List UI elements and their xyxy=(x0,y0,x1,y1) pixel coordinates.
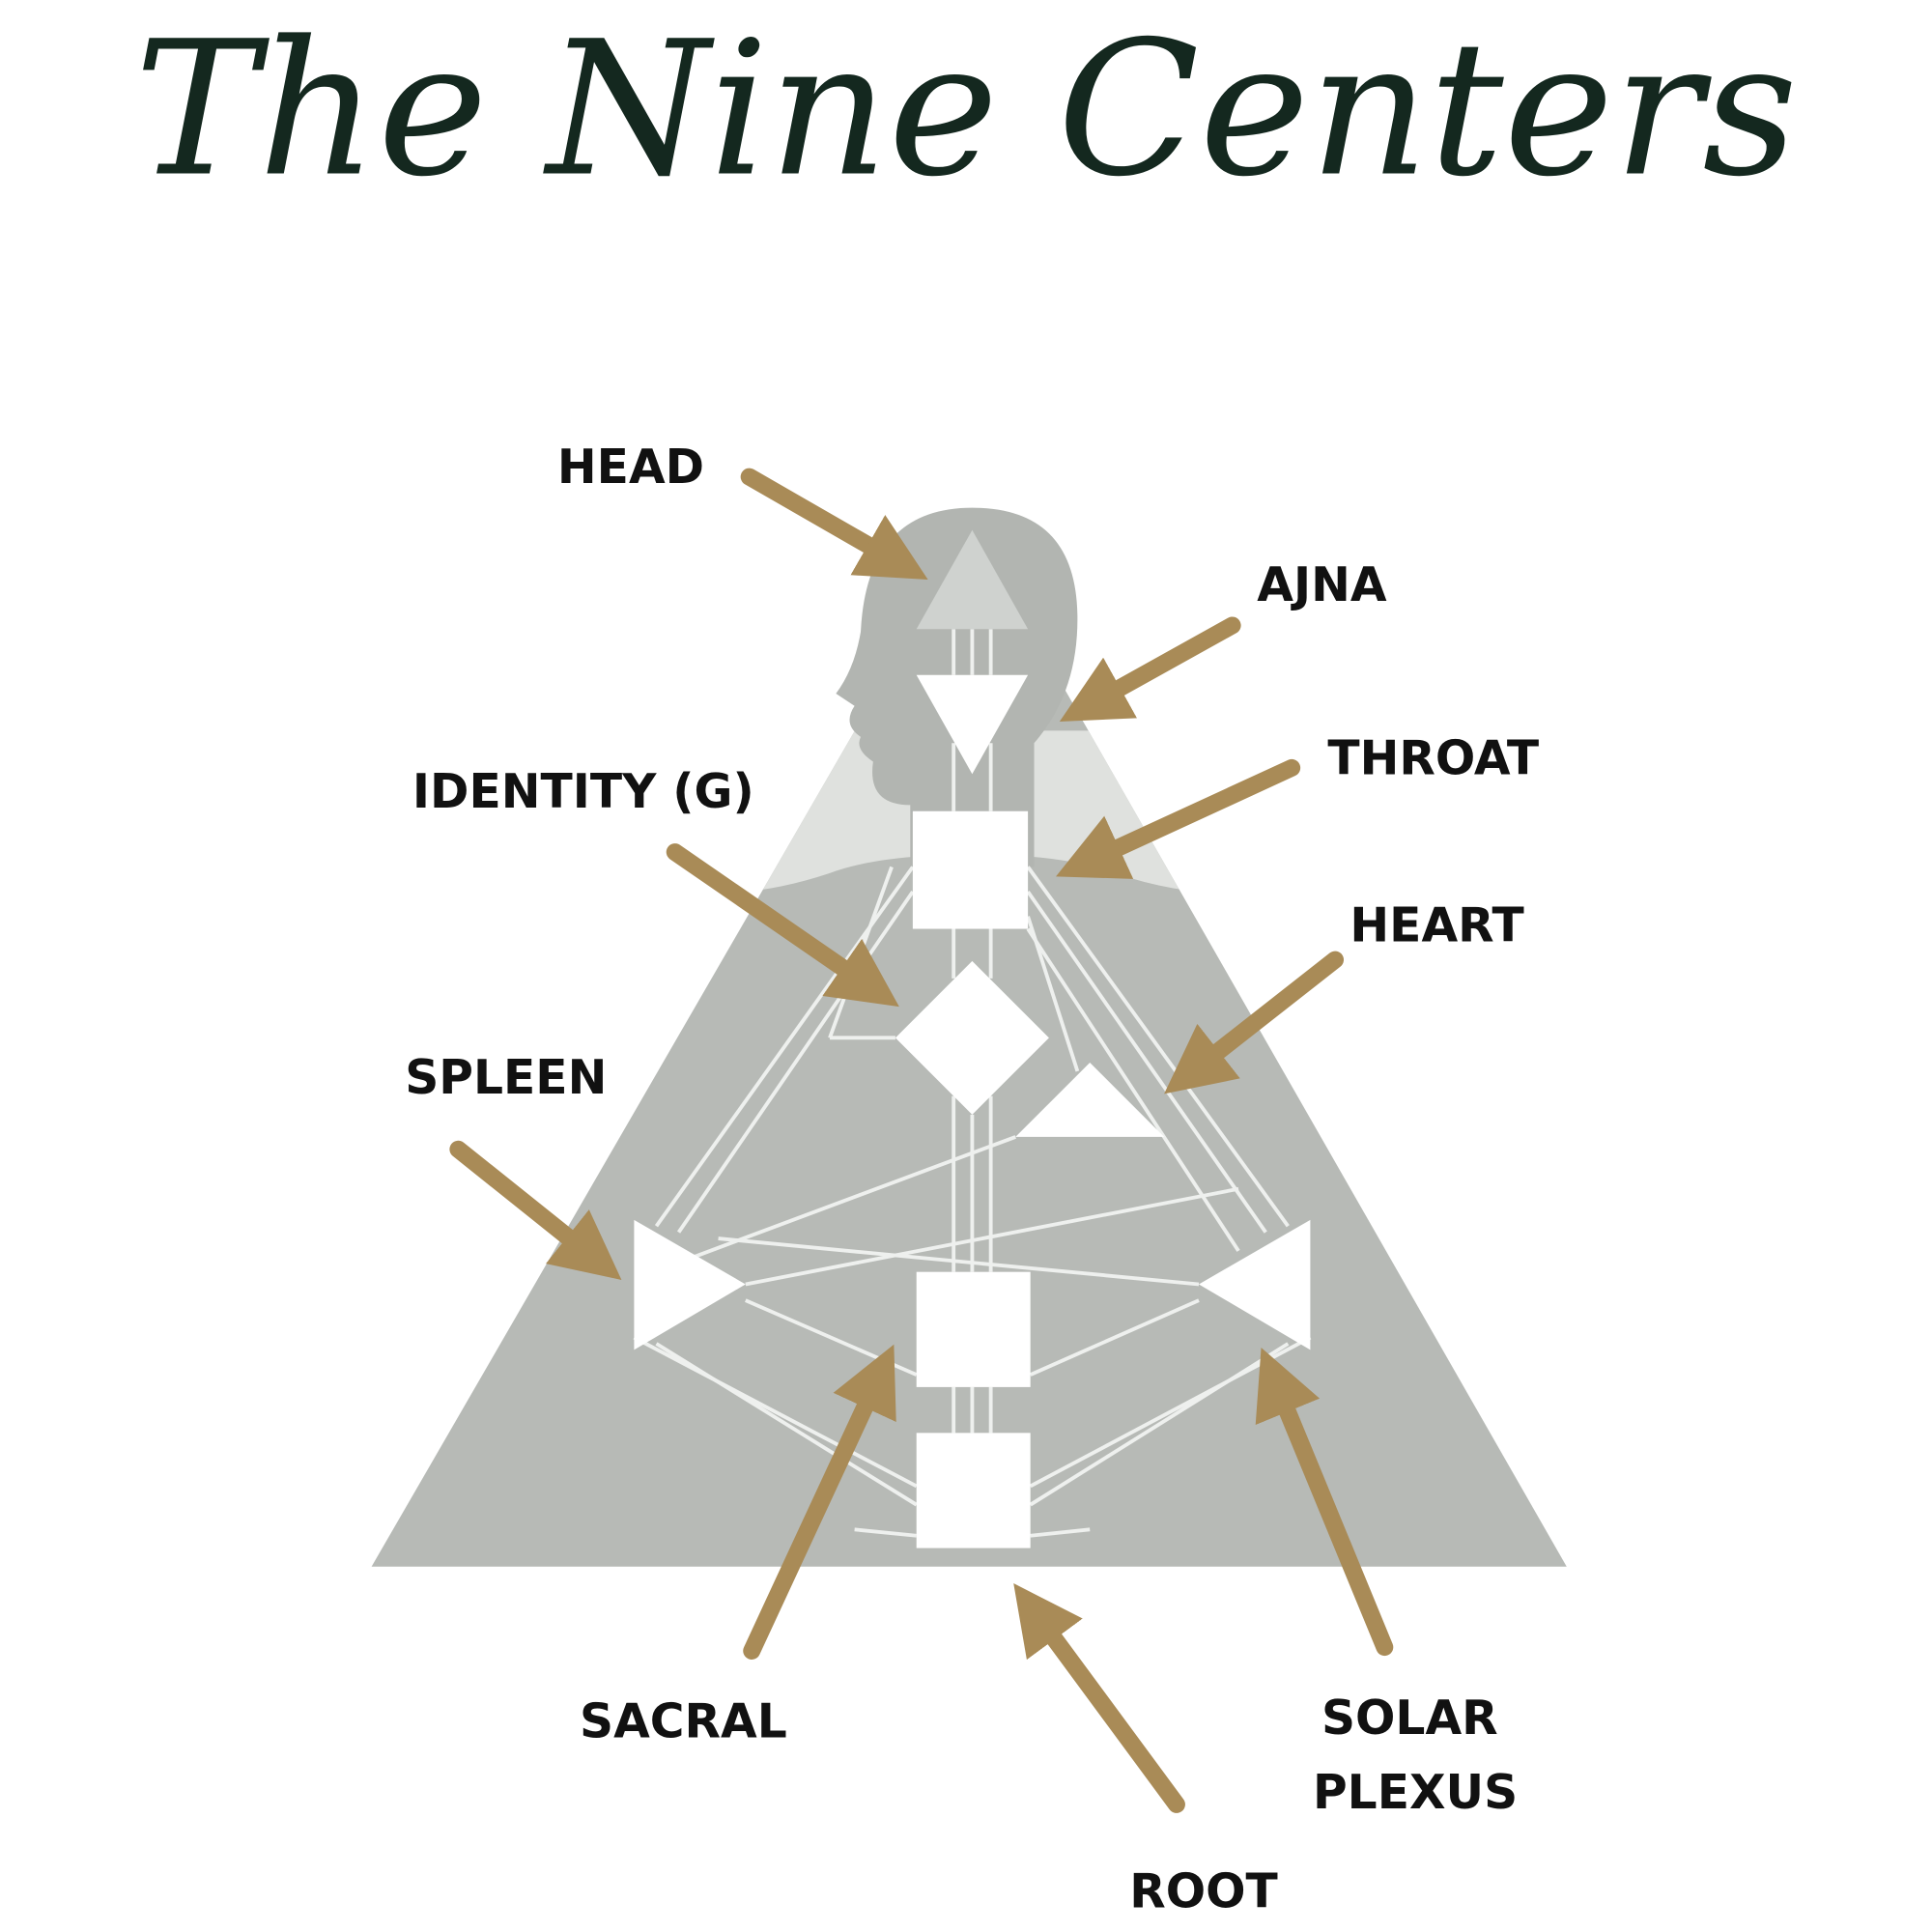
labels: HEAD AJNA THROAT IDENTITY (G) HEART SPLE… xyxy=(405,440,1539,1918)
label-ajna: AJNA xyxy=(1257,558,1387,612)
channels xyxy=(633,629,1312,1538)
identity-center xyxy=(895,960,1049,1115)
spleen-arrow-icon xyxy=(449,1140,622,1280)
page-title: The Nine Centers xyxy=(134,2,1798,217)
root-center xyxy=(916,1433,1031,1548)
solar-plexus-arrow-icon xyxy=(1255,1348,1394,1657)
throat-arrow-icon xyxy=(1056,758,1301,879)
label-throat: THROAT xyxy=(1327,731,1539,785)
solar-plexus-center xyxy=(1199,1219,1311,1350)
ajna-center xyxy=(916,674,1029,775)
bodygraph xyxy=(371,507,1567,1567)
label-identity: IDENTITY (G) xyxy=(412,765,754,819)
sacral-center xyxy=(916,1271,1031,1387)
head-arrow-icon xyxy=(740,468,928,580)
head-center xyxy=(916,529,1029,630)
label-head: HEAD xyxy=(557,440,704,495)
spleen-center xyxy=(634,1219,746,1350)
label-sacral: SACRAL xyxy=(580,1695,787,1749)
label-root: ROOT xyxy=(1129,1864,1278,1918)
label-solar-plexus-line1: SOLAR xyxy=(1321,1691,1498,1746)
root-arrow-icon xyxy=(1013,1583,1185,1813)
heart-center xyxy=(1015,1063,1165,1137)
sacral-arrow-icon xyxy=(743,1344,896,1660)
label-spleen: SPLEEN xyxy=(405,1051,607,1105)
label-heart: HEART xyxy=(1350,898,1523,952)
arrows xyxy=(449,468,1394,1813)
heart-arrow-icon xyxy=(1164,951,1345,1094)
identity-arrow-icon xyxy=(666,843,899,1008)
ajna-arrow-icon xyxy=(1059,616,1241,722)
throat-center xyxy=(912,810,1029,929)
label-solar-plexus-line2: PLEXUS xyxy=(1313,1766,1518,1820)
